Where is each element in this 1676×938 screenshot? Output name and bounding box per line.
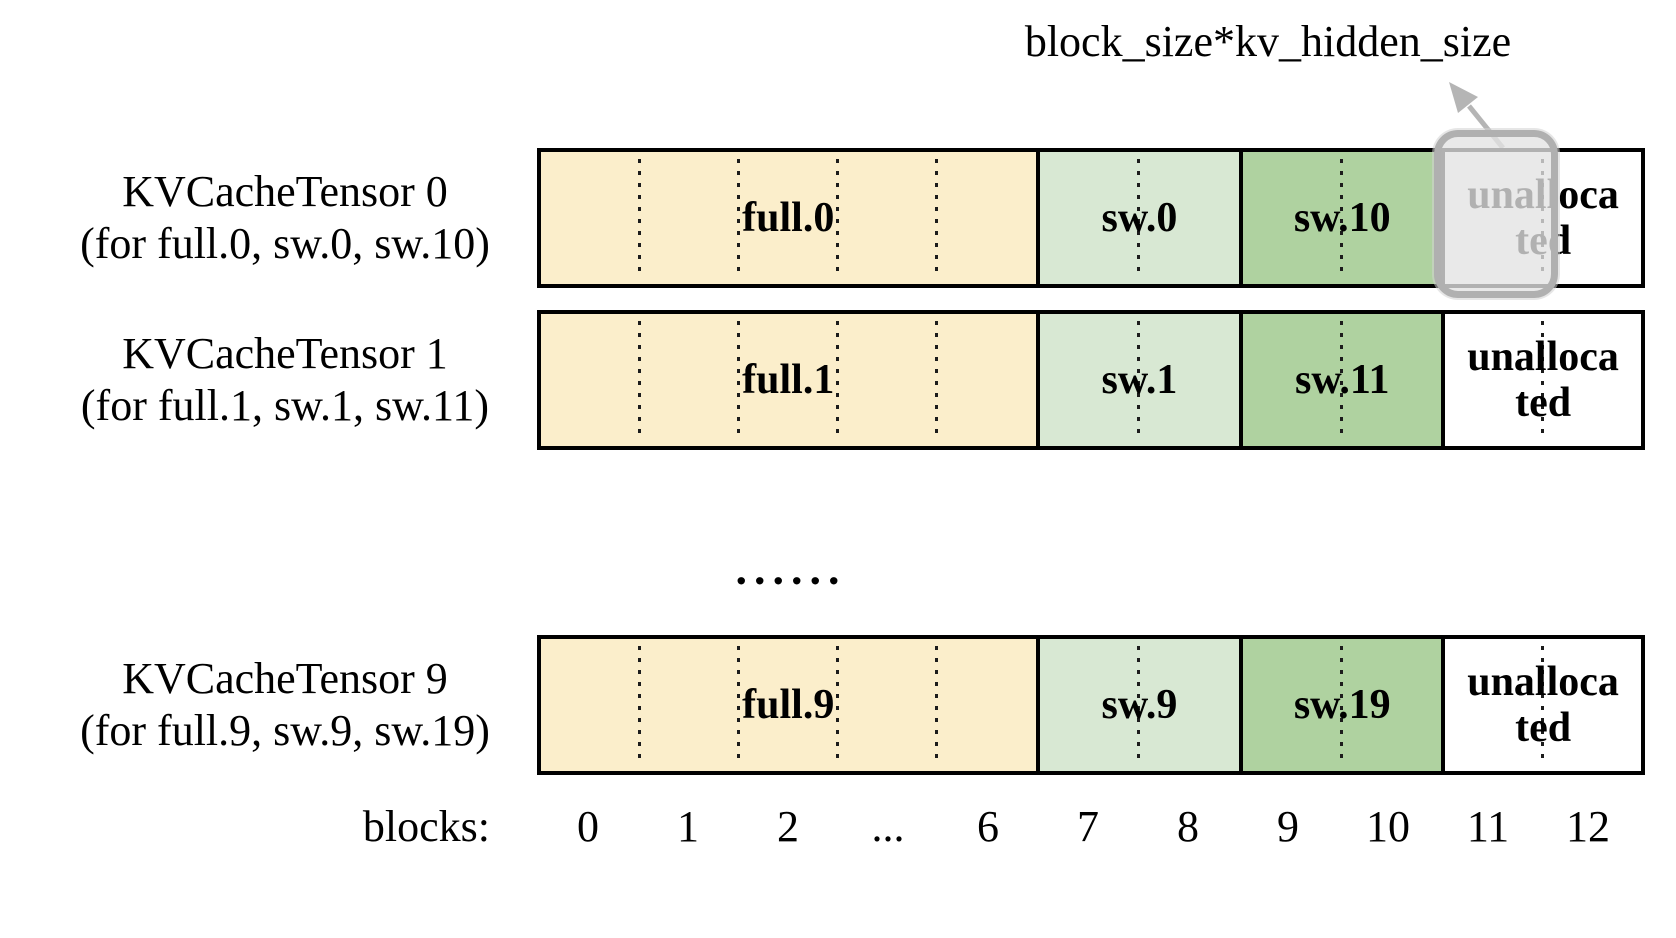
- block-cells: [541, 152, 1036, 284]
- segment-label: sw.0: [1101, 195, 1178, 241]
- segment-label: full.9: [742, 682, 835, 728]
- segment-label: full.0: [742, 195, 835, 241]
- row-subtitle: (for full.0, sw.0, sw.10): [80, 219, 490, 268]
- axis-label: blocks:: [362, 802, 490, 851]
- block-cells: [1445, 639, 1641, 771]
- unallocated-line1: unalloca: [1467, 334, 1619, 380]
- segment-full: full.0: [541, 152, 1036, 284]
- axis-tick: 2: [777, 802, 799, 851]
- segment-label: full.1: [742, 357, 835, 403]
- row-label-tensor-1: KVCacheTensor 1 (for full.1, sw.1, sw.11…: [30, 310, 540, 450]
- segment-label: sw.19: [1293, 682, 1391, 728]
- axis-tick: 12: [1566, 802, 1610, 851]
- segment-sw2: sw.10: [1239, 152, 1442, 284]
- row-title: KVCacheTensor 1: [122, 329, 448, 378]
- axis-tick: 0: [577, 802, 599, 851]
- block-cells: [1445, 314, 1641, 446]
- segment-label: sw.10: [1293, 195, 1391, 241]
- segment-label: unalloca ted: [1445, 639, 1641, 771]
- segment-label: unalloca ted: [1445, 314, 1641, 446]
- block-cells: [1243, 314, 1441, 446]
- axis-tick: 9: [1277, 802, 1299, 851]
- block-cells: [541, 639, 1036, 771]
- block-cells: [541, 314, 1036, 446]
- tensor-bar-9: full.9 sw.9 sw.19 unalloca ted: [537, 635, 1645, 775]
- row-title: KVCacheTensor 9: [122, 654, 448, 703]
- row-subtitle: (for full.1, sw.1, sw.11): [80, 381, 490, 430]
- blocks-axis: blocks: 0 1 2 ... 6 7 8 9 10 11 12: [0, 798, 1676, 856]
- axis-tick: ...: [871, 802, 905, 851]
- row-label-tensor-9: KVCacheTensor 9 (for full.9, sw.9, sw.19…: [30, 635, 540, 775]
- tensor-bar-1: full.1 sw.1 sw.11 unalloca ted: [537, 310, 1645, 450]
- unallocated-line2: ted: [1515, 380, 1572, 426]
- row-label-tensor-0: KVCacheTensor 0 (for full.0, sw.0, sw.10…: [30, 148, 540, 288]
- row-subtitle: (for full.9, sw.9, sw.19): [80, 706, 490, 755]
- block-cells: [1243, 639, 1441, 771]
- block-size-highlight-box: [1434, 130, 1558, 298]
- segment-unallocated: unalloca ted: [1441, 639, 1641, 771]
- axis-tick: 10: [1366, 802, 1410, 851]
- block-cells: [1040, 152, 1240, 284]
- segment-full: full.9: [541, 639, 1036, 771]
- unallocated-line1: unalloca: [1467, 659, 1619, 705]
- segment-label: sw.1: [1101, 357, 1178, 403]
- segment-sw2: sw.11: [1239, 314, 1442, 446]
- annotation-label: block_size*kv_hidden_size: [1024, 17, 1512, 66]
- block-cells: [1040, 639, 1240, 771]
- axis-tick: 11: [1466, 802, 1510, 851]
- block-cells: [1040, 314, 1240, 446]
- segment-full: full.1: [541, 314, 1036, 446]
- row-title: KVCacheTensor 0: [122, 167, 448, 216]
- segment-label: sw.9: [1101, 682, 1178, 728]
- segment-sw: sw.9: [1035, 639, 1240, 771]
- rows-ellipsis: ......: [735, 543, 847, 594]
- axis-tick: 6: [977, 802, 999, 851]
- segment-sw: sw.1: [1035, 314, 1240, 446]
- segment-label: sw.11: [1294, 357, 1390, 403]
- axis-tick: 1: [677, 802, 699, 851]
- segment-sw2: sw.19: [1239, 639, 1442, 771]
- segment-unallocated: unalloca ted: [1441, 314, 1641, 446]
- unallocated-line2: ted: [1515, 705, 1572, 751]
- axis-tick: 7: [1077, 802, 1099, 851]
- axis-tick: 8: [1177, 802, 1199, 851]
- block-cells: [1243, 152, 1441, 284]
- segment-sw: sw.0: [1035, 152, 1240, 284]
